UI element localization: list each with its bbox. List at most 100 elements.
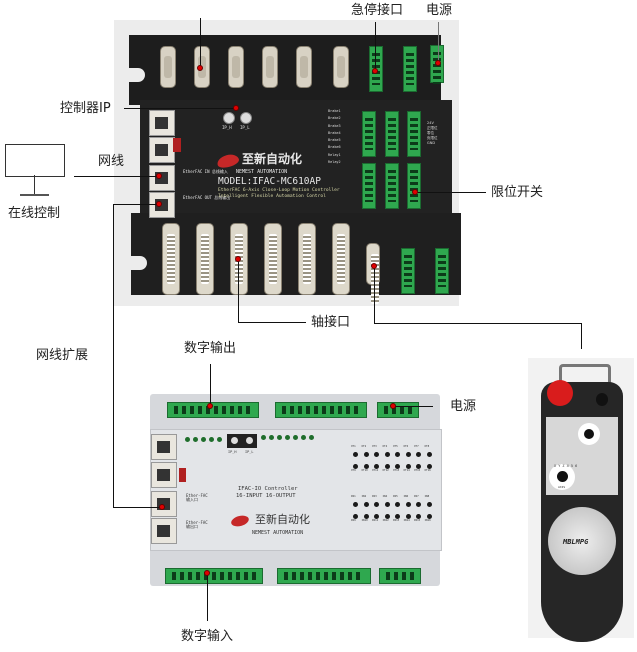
io-led-label: IN1 [351,495,356,498]
pin-label: 正限位 [427,126,438,130]
pin-label: 负限位 [427,136,438,140]
io-led [374,452,379,457]
io-led [363,464,369,469]
marker-dot [197,65,203,71]
main-controller-middle-section [140,100,452,215]
io-led [405,452,411,457]
digital-output-terminal [275,402,367,418]
digital-output-terminal [167,402,259,418]
io-led-label: OT16 [424,469,431,472]
io-led [426,514,432,519]
axis-port-db25 [298,223,316,295]
io-led-label: IN5 [393,495,398,498]
callout-line [200,18,201,68]
axis-port-db25 [162,223,180,295]
status-led [217,437,222,442]
handwheel-dial [548,507,616,575]
monitor-stand [34,175,35,195]
io-brand-en: NEMEST AUTOMATION [252,530,304,536]
io-led [395,464,400,469]
pin-label: GND [427,141,436,145]
callout-line-power [438,22,439,64]
marker-dot [233,105,239,111]
label-network-expansion: 网线扩展 [36,348,89,363]
io-led [374,502,379,507]
ready-led [285,435,290,440]
io-led-label: IN13 [393,519,400,522]
ready-led [277,435,282,440]
io-led-label: IN10 [361,519,368,522]
brake-relay-list: Brake1 Brake2 Brake3 Brake4 Brake5 Brake… [328,108,358,166]
axis-port-db25 [264,223,282,295]
io-led [405,514,411,519]
status-led [185,437,190,442]
axis-label: AXIS [558,485,566,489]
label-power-top: 电源 [426,3,453,18]
io-led [416,452,421,457]
monitor-base [20,194,49,196]
relay-label: Relay1 [328,152,341,157]
brake-label: Brake6 [328,145,341,150]
callout-line-expansion [113,204,159,205]
io-led [384,452,390,457]
io-led [416,502,421,507]
axis-port-db25 [332,223,350,295]
limit-terminal [362,111,376,157]
limit-terminal [407,111,421,157]
callout-line-limit [418,192,486,193]
io-led [384,464,390,469]
io-led [363,514,369,519]
label-controller-ip: 控制器IP [60,101,111,116]
brake-label: Brake5 [328,138,341,143]
io-led [426,502,432,507]
marker-dot [390,403,396,409]
limit-terminal [407,163,421,209]
io-led-label: IN8 [424,495,430,498]
rate-knob [584,429,594,439]
io-led-label: IN11 [372,519,379,522]
limit-terminal [362,163,376,209]
callout-line-expansion [113,507,161,508]
callout-line-din [207,573,208,621]
enable-switch [596,393,608,406]
io-led [426,464,432,469]
callout-line-ip [124,108,236,109]
io-led-label: OT7 [414,445,419,448]
label-online-control: 在线控制 [8,206,61,221]
ready-led [293,435,298,440]
eth-in-text: EtherFAC IN 总线输入 [183,169,228,174]
io-led [416,464,421,469]
callout-line-io-power [393,406,433,407]
io-led-label: OT2 [361,445,367,448]
io-led-label: OT6 [403,445,409,448]
limit-terminal [385,111,399,157]
callout-line-estop [375,22,376,71]
io-led-label: IN7 [414,495,419,498]
marker-dot [156,201,162,207]
io-led [395,452,400,457]
brake-label: Brake4 [328,130,341,135]
io-led-label: OT4 [382,445,388,448]
io-led [384,502,390,507]
emergency-stop-button [547,380,573,406]
io-led-label: IN2 [361,495,367,498]
label-axis-port: 轴接口 [311,315,351,330]
brand-cn: 至新自动化 [242,152,303,166]
io-led-label: OT5 [393,445,398,448]
io-ethernet-port [151,434,177,460]
io-led-label: OT14 [403,469,410,472]
brake-label: Brake3 [328,123,341,128]
io-led-label: IN3 [372,495,377,498]
io-brand-cn: 至新自动化 [255,513,310,526]
status-led [209,437,214,442]
io-led [353,514,358,519]
ip-l-text: IP_L [240,125,250,130]
axis-knob [557,471,568,482]
desc-line-1: EtherFAC 6-Axis Close-Loop Motion Contro… [218,188,340,193]
relay-label: Relay2 [328,160,341,165]
pin-label: 零位 [427,131,434,135]
label-power-io: 电源 [450,399,477,414]
io-led-label: IN12 [382,519,389,522]
callout-line-expansion [113,204,114,507]
callout-line-axis [238,259,239,323]
